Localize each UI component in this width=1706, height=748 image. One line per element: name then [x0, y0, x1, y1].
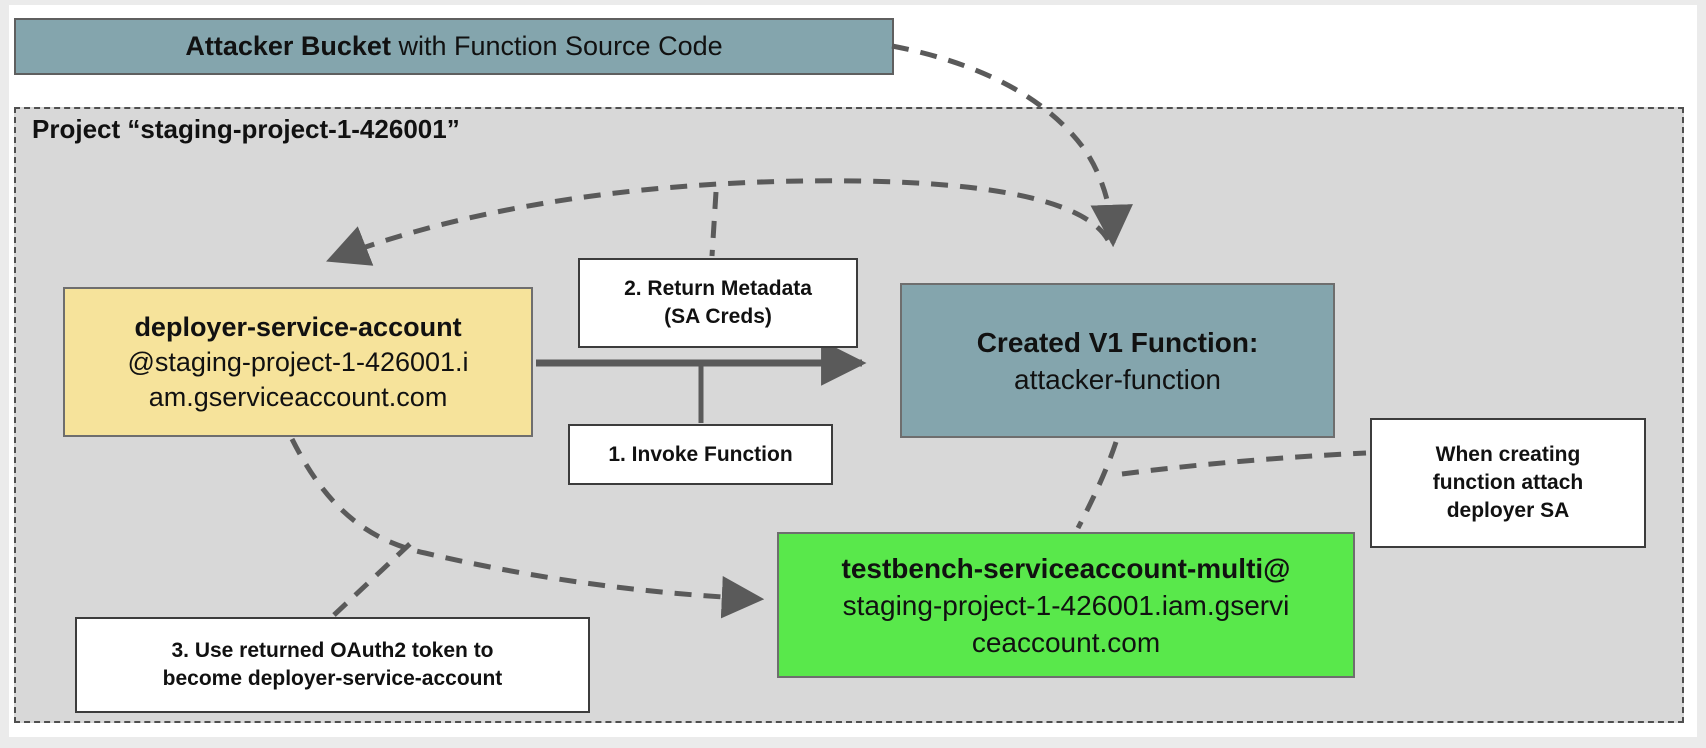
attacker-bucket-label: Attacker Bucket with Function Source Cod…	[185, 31, 723, 61]
deployer-sa-name: deployer-service-account	[134, 311, 462, 342]
label-attach-line1: When creating	[1435, 443, 1581, 466]
label-oauth-line1: 3. Use returned OAuth2 token to	[171, 639, 494, 662]
deployer-sa-node: deployer-service-account @staging-projec…	[63, 287, 533, 437]
testbench-sa-domain-2: ceaccount.com	[971, 626, 1161, 658]
label-invoke-function: 1. Invoke Function	[568, 424, 833, 485]
label-oauth-token: 3. Use returned OAuth2 token to become d…	[75, 617, 590, 713]
testbench-sa-name: testbench-serviceaccount-multi@	[841, 552, 1291, 584]
label-return-metadata: 2. Return Metadata (SA Creds)	[578, 258, 858, 348]
attacker-bucket-box: Attacker Bucket with Function Source Cod…	[14, 18, 894, 75]
label-attach-line3: deployer SA	[1446, 499, 1570, 522]
testbench-sa-node: testbench-serviceaccount-multi@ staging-…	[777, 532, 1355, 678]
label-return-metadata-line1: 2. Return Metadata	[624, 277, 812, 300]
function-name: attacker-function	[1014, 363, 1221, 395]
deployer-sa-domain-2: am.gserviceaccount.com	[148, 381, 448, 412]
label-attach-line2: function attach	[1432, 471, 1584, 494]
deployer-sa-domain-1: @staging-project-1-426001.i	[127, 346, 469, 377]
function-title: Created V1 Function:	[976, 326, 1259, 358]
function-node: Created V1 Function: attacker-function	[900, 283, 1335, 438]
label-return-metadata-line2: (SA Creds)	[664, 305, 772, 328]
label-oauth-line2: become deployer-service-account	[162, 667, 503, 690]
label-attach-sa: When creating function attach deployer S…	[1370, 418, 1646, 548]
testbench-sa-domain-1: staging-project-1-426001.iam.gservi	[842, 589, 1290, 621]
project-title: Project “staging-project-1-426001”	[32, 114, 460, 144]
